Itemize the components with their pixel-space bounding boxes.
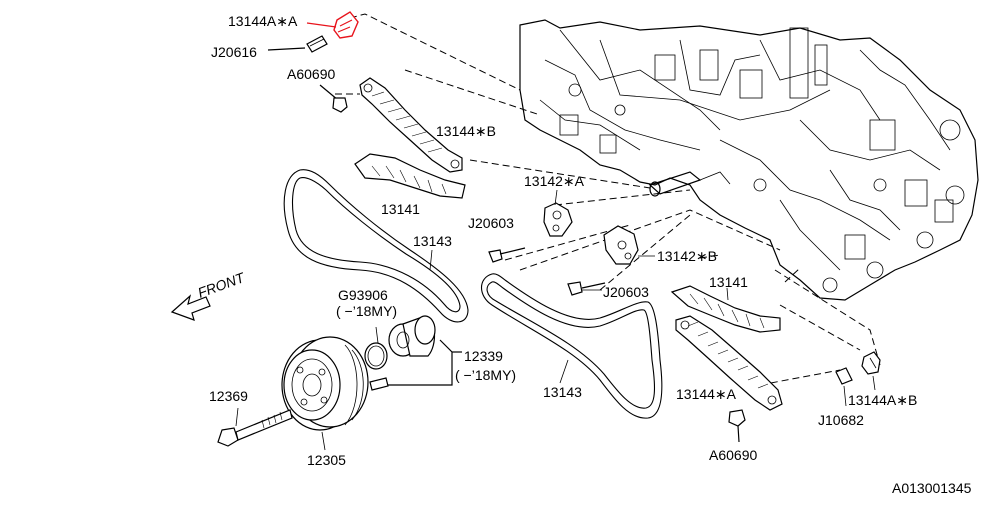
- label-g93906-note: ( −’18MY): [336, 303, 397, 319]
- plunger-j10682-part: [835, 367, 853, 407]
- leader-lines: [335, 13, 881, 386]
- label-guide-right: 13141: [709, 274, 748, 290]
- tensioner-b-part: [861, 351, 881, 391]
- label-arm-a: 13144∗A: [676, 386, 737, 402]
- leader-chain-left: [429, 249, 433, 271]
- tensioner-arm-bottom: [675, 315, 783, 411]
- label-j20616: J20616: [211, 44, 257, 60]
- o-ring-part: [364, 326, 388, 370]
- label-bolt: 12369: [209, 388, 248, 404]
- label-guide-b: 13142∗B: [657, 248, 717, 264]
- tensioner-a-part: [306, 11, 359, 39]
- crank-bolt-part: [217, 407, 293, 447]
- guide-b-part: [603, 225, 655, 265]
- label-a60690-top: A60690: [287, 66, 335, 82]
- label-sprocket: 12339: [464, 348, 503, 364]
- label-tensioner-b: 13144A∗B: [848, 392, 917, 408]
- label-pulley: 12305: [307, 452, 346, 468]
- label-tensioner-a: 13144A∗A: [228, 13, 298, 29]
- bolt-j20603-top: [488, 247, 526, 263]
- label-sprocket-note: ( −’18MY): [455, 367, 516, 383]
- crank-pulley-part: [281, 336, 369, 451]
- tensioner-arm-top: [359, 77, 463, 173]
- sprocket-part: [369, 315, 462, 391]
- label-guide-a: 13142∗A: [524, 173, 585, 189]
- label-j10682: J10682: [818, 412, 864, 428]
- front-arrow: [170, 294, 211, 321]
- label-chain-center: 13143: [543, 384, 582, 400]
- guide-a-part: [543, 189, 573, 237]
- bolt-bottom-part: [728, 409, 746, 443]
- timing-chain-center: [480, 273, 663, 419]
- bolt-j20603-mid: [567, 281, 606, 296]
- plunger-part: [267, 35, 328, 53]
- label-a60690-bottom: A60690: [709, 447, 757, 463]
- label-tensioner-arm-b: 13144∗B: [436, 123, 496, 139]
- label-j20603-top: J20603: [468, 215, 514, 231]
- label-j20603-mid: J20603: [603, 284, 649, 300]
- engine-block: [519, 19, 979, 301]
- label-guide-top: 13141: [381, 201, 420, 217]
- label-g93906: G93906: [338, 287, 388, 303]
- label-front: FRONT: [196, 269, 248, 301]
- chain-guide-right: [670, 285, 781, 333]
- leader-chain-center: [559, 359, 569, 384]
- chain-guide-top: [354, 153, 466, 199]
- timing-chain-left: [283, 169, 469, 323]
- bolt-top-part: [319, 84, 348, 113]
- label-chain-left: 13143: [413, 233, 452, 249]
- diagram-code: A013001345: [892, 480, 972, 496]
